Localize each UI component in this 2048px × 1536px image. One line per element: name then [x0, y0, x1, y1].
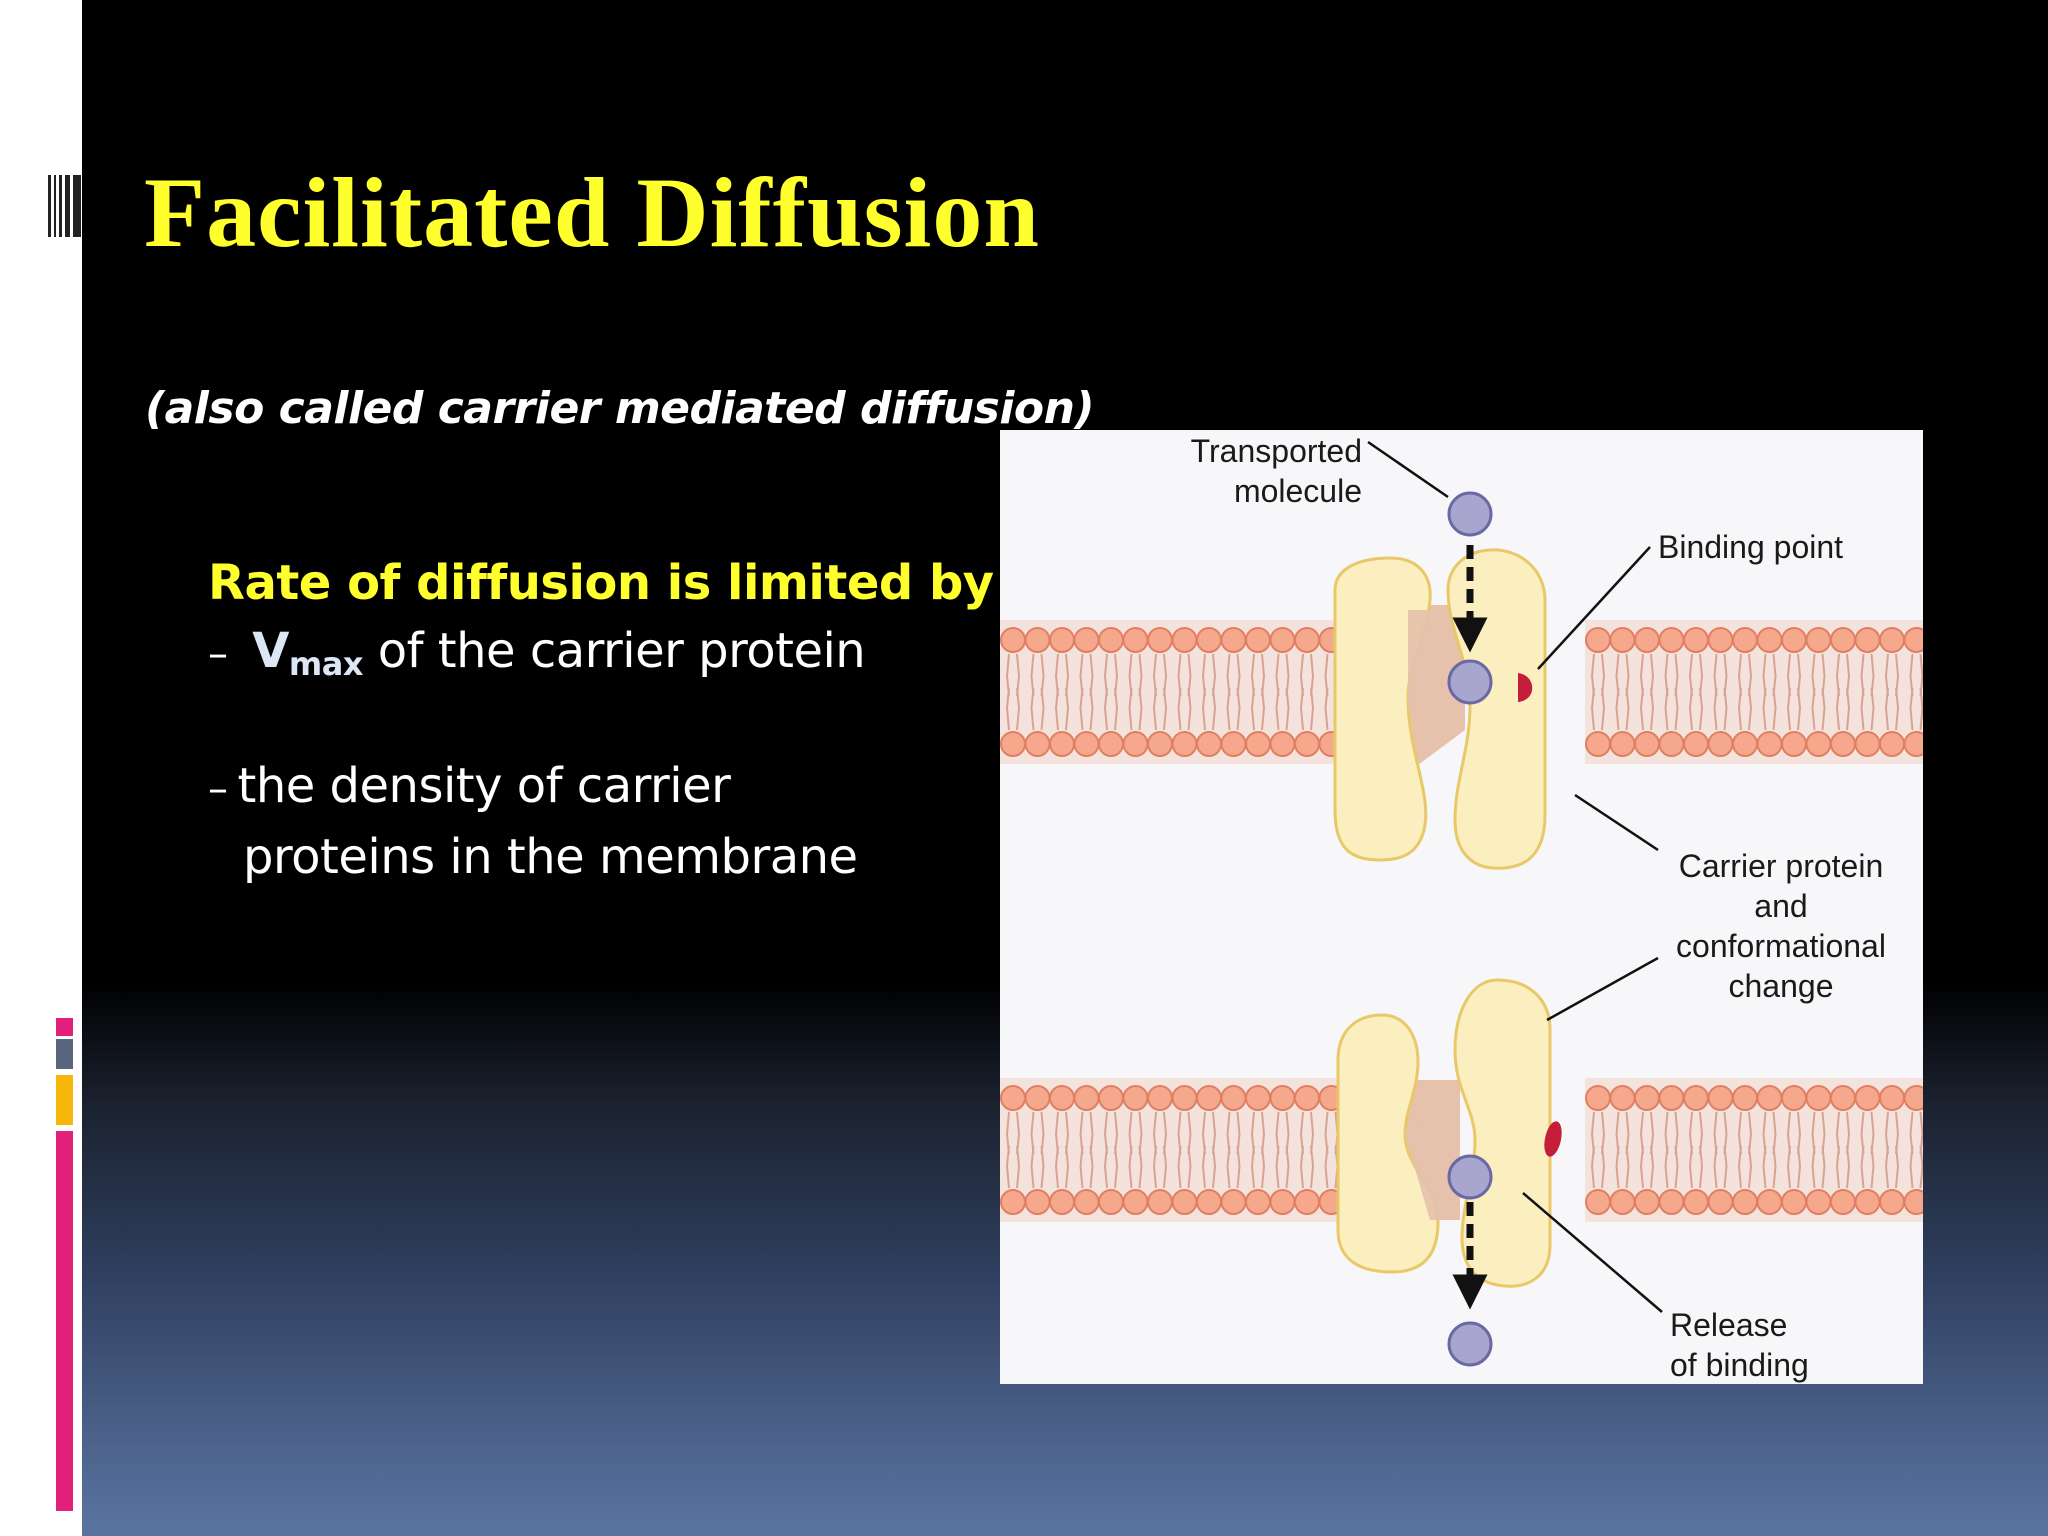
lipid-bilayer-top [1000, 620, 1923, 764]
diagram-svg: Transported molecule Binding point Carri… [1000, 433, 1923, 1383]
bullet-density: –the density of carrier proteins in the … [208, 752, 858, 891]
slide-title: Facilitated Diffusion [144, 157, 1040, 268]
left-decor-bar [0, 0, 82, 1536]
bound-molecule [1447, 659, 1493, 705]
accent-pink-block [56, 1018, 73, 1036]
carrier-protein-top [1333, 548, 1547, 870]
carrier-protein-bottom [1336, 978, 1562, 1288]
accent-gold-block [56, 1075, 73, 1125]
released-molecule [1447, 1321, 1493, 1367]
transported-molecule [1447, 491, 1493, 537]
decor-lines [48, 175, 82, 237]
label-conformational: conformational [1676, 928, 1886, 964]
label-molecule: molecule [1234, 473, 1362, 509]
label-carrier-protein: Carrier protein [1679, 848, 1884, 884]
bullet-density-line2: proteins in the membrane [243, 829, 858, 885]
facilitated-diffusion-diagram: Transported molecule Binding point Carri… [1000, 430, 1923, 1384]
slide-subtitle: (also called carrier mediated diffusion) [145, 383, 1095, 434]
label-release: Release [1670, 1307, 1787, 1343]
accent-pink-bar [56, 1131, 73, 1511]
label-change: change [1729, 968, 1834, 1004]
bullet-dash: – [208, 766, 228, 812]
bullet-dash: – [208, 631, 228, 677]
label-binding-point: Binding point [1658, 529, 1843, 565]
label-transported: Transported [1191, 433, 1362, 469]
rate-heading: Rate of diffusion is limited by [208, 555, 994, 611]
bullet-density-line1: the density of carrier [237, 758, 731, 814]
vmax-symbol: Vmax [252, 623, 363, 683]
label-of-binding: of binding [1670, 1347, 1809, 1383]
label-and: and [1754, 888, 1807, 924]
accent-gray-block [56, 1039, 73, 1069]
bullet-vmax: – Vmax of the carrier protein [208, 617, 866, 698]
released-molecule-in-channel [1447, 1154, 1493, 1200]
lipid-bilayer-bottom [1000, 1078, 1923, 1222]
bullet-vmax-text: of the carrier protein [363, 623, 866, 679]
